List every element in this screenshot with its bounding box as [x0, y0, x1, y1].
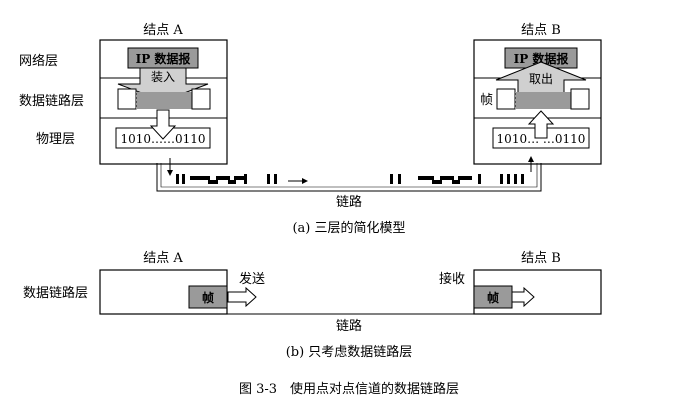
b-frame-a-label: 帧 [202, 290, 214, 305]
rx-arrowhead-b [528, 156, 534, 162]
figure-caption: 图 3-3 使用点对点信道的数据链路层 [239, 381, 459, 397]
caption-b: (b) 只考虑数据链路层 [286, 344, 413, 360]
encapsulate-label: 装入 [151, 70, 175, 84]
node-b-title: 结点 B [521, 23, 561, 38]
caption-a: (a) 三层的简化模型 [292, 220, 405, 236]
link-line-a [156, 163, 542, 192]
frame-a-payload [136, 92, 192, 109]
layer-physical-label: 物理层 [36, 132, 75, 147]
b-layer-datalink-label: 数据链路层 [23, 285, 88, 301]
down-arrow-a [149, 109, 177, 140]
physical-link-a: 链路 [156, 156, 542, 210]
frame-a-trailer [191, 88, 211, 110]
flow-arrowhead [302, 178, 308, 184]
link-label-a: 链路 [336, 194, 362, 210]
bit-pulses-left [176, 174, 277, 184]
up-arrow-b [527, 110, 555, 139]
layer-datalink-label: 数据链路层 [19, 93, 84, 109]
frame-a-header [117, 88, 137, 110]
b-frame-a [188, 285, 228, 309]
b-node-a-title: 结点 A [143, 251, 183, 266]
send-label: 发送 [239, 271, 265, 287]
node-b-stack: 结点 B IP 数据报 取出 帧 1010… …0110 [473, 23, 602, 165]
node-a-stack: 结点 A IP 数据报 装入 1010……0110 [99, 23, 228, 165]
bits-b: 1010… …0110 [497, 132, 586, 146]
b-frame-b-label: 帧 [487, 290, 499, 305]
link-line-a-inner [160, 163, 538, 188]
bit-pulses-right [390, 174, 524, 184]
send-arrow [227, 286, 257, 308]
ip-datagram-a-label: IP 数据报 [136, 51, 191, 66]
frame-b-header [496, 88, 516, 110]
frame-b-trailer [570, 88, 590, 110]
b-node-b-title: 结点 B [521, 251, 561, 266]
extract-label: 取出 [529, 72, 553, 86]
frame-b-label: 帧 [480, 93, 493, 108]
b-link-label: 链路 [336, 318, 362, 334]
receive-label: 接收 [439, 271, 465, 287]
node-a-title: 结点 A [143, 23, 183, 38]
frame-b-payload [515, 92, 571, 109]
tx-arrowhead-a [167, 170, 173, 176]
ip-datagram-b-label: IP 数据报 [514, 51, 569, 66]
layer-network-label: 网络层 [19, 53, 58, 69]
receive-arrow [511, 286, 535, 308]
